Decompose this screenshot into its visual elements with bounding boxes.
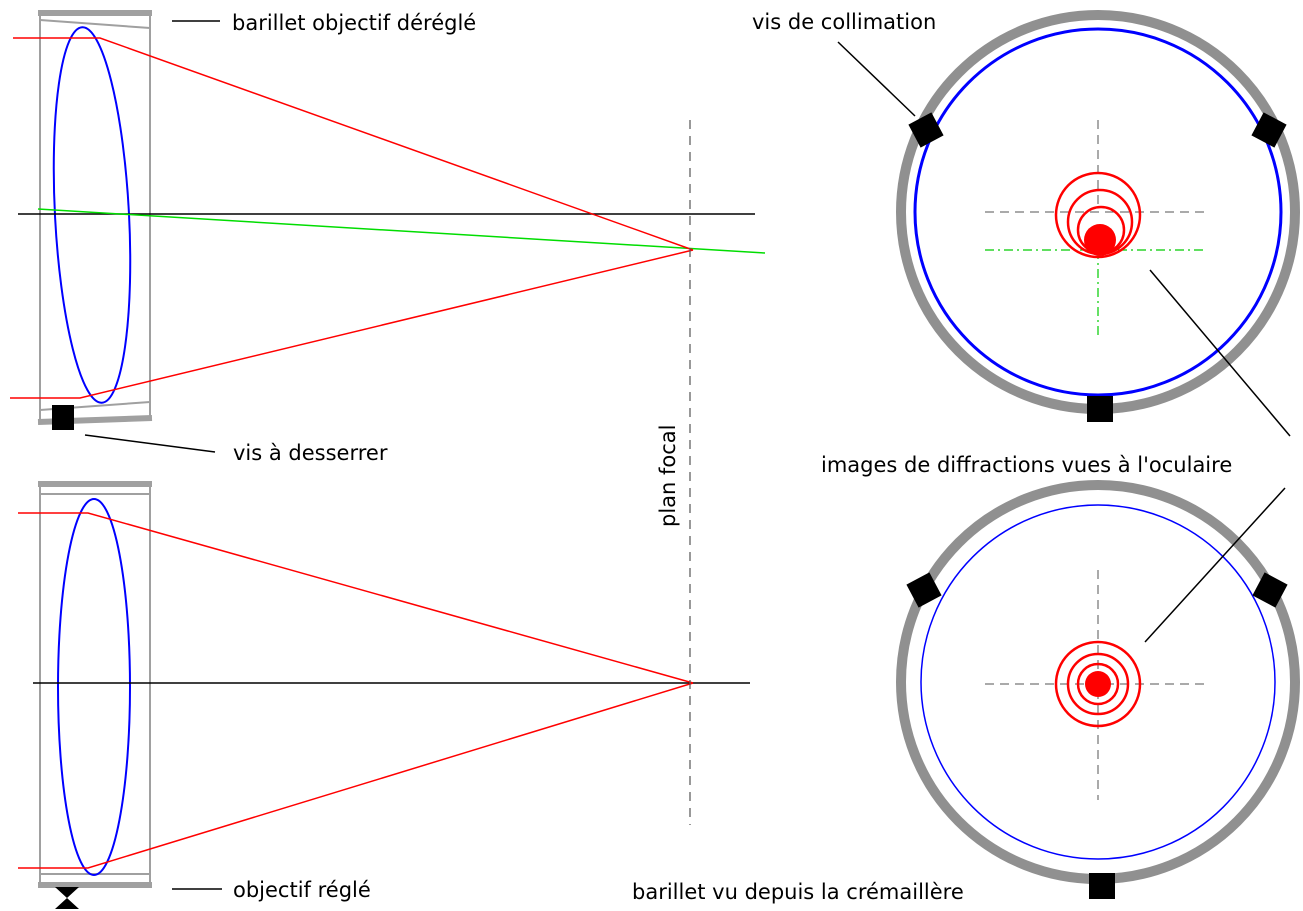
- label-objective-adjusted: objectif réglé: [233, 878, 371, 902]
- collimation-screw-right-aligned: [1252, 572, 1288, 608]
- label-diffraction-images: images de diffractions vues à l'oculaire: [821, 453, 1232, 477]
- label-screw-to-loosen: vis à desserrer: [233, 441, 388, 465]
- eyepiece-view-misaligned: [837, 10, 1300, 437]
- collimation-screw-right: [1251, 112, 1287, 148]
- label-focal-plane: plan focal: [656, 424, 680, 527]
- label-barrel-misaligned: barillet objectif déréglé: [232, 11, 476, 35]
- collimation-screw-bottom-aligned: [1089, 873, 1115, 899]
- leader-diffraction-top: [1149, 269, 1291, 437]
- leader-collimation-screw: [837, 41, 916, 117]
- leader-diffraction-bottom: [1144, 487, 1286, 643]
- eyepiece-view-aligned: [896, 480, 1300, 899]
- collimation-screw-bottom: [1087, 396, 1113, 422]
- aligned-screw: [55, 887, 79, 909]
- label-collimation-screw: vis de collimation: [752, 10, 936, 34]
- ray-top-upper: [13, 37, 694, 251]
- ray-bottom-upper: [18, 512, 694, 684]
- screw-to-loosen: [52, 405, 74, 430]
- tilted-axis: [37, 208, 766, 254]
- aligned-lens: [57, 498, 131, 876]
- aligned-objective-group: [18, 481, 750, 909]
- ray-bottom-lower: [18, 682, 694, 869]
- collimation-screw-left-aligned: [906, 572, 942, 608]
- label-barrel-view: barillet vu depuis la crémaillère: [632, 880, 964, 904]
- misaligned-objective-group: [10, 10, 766, 453]
- leader-screw-to-loosen: [84, 434, 216, 453]
- ray-top-lower: [10, 249, 694, 399]
- misaligned-lens: [52, 26, 132, 404]
- aligned-barrel: [38, 481, 152, 888]
- collimation-screw-left: [908, 112, 944, 148]
